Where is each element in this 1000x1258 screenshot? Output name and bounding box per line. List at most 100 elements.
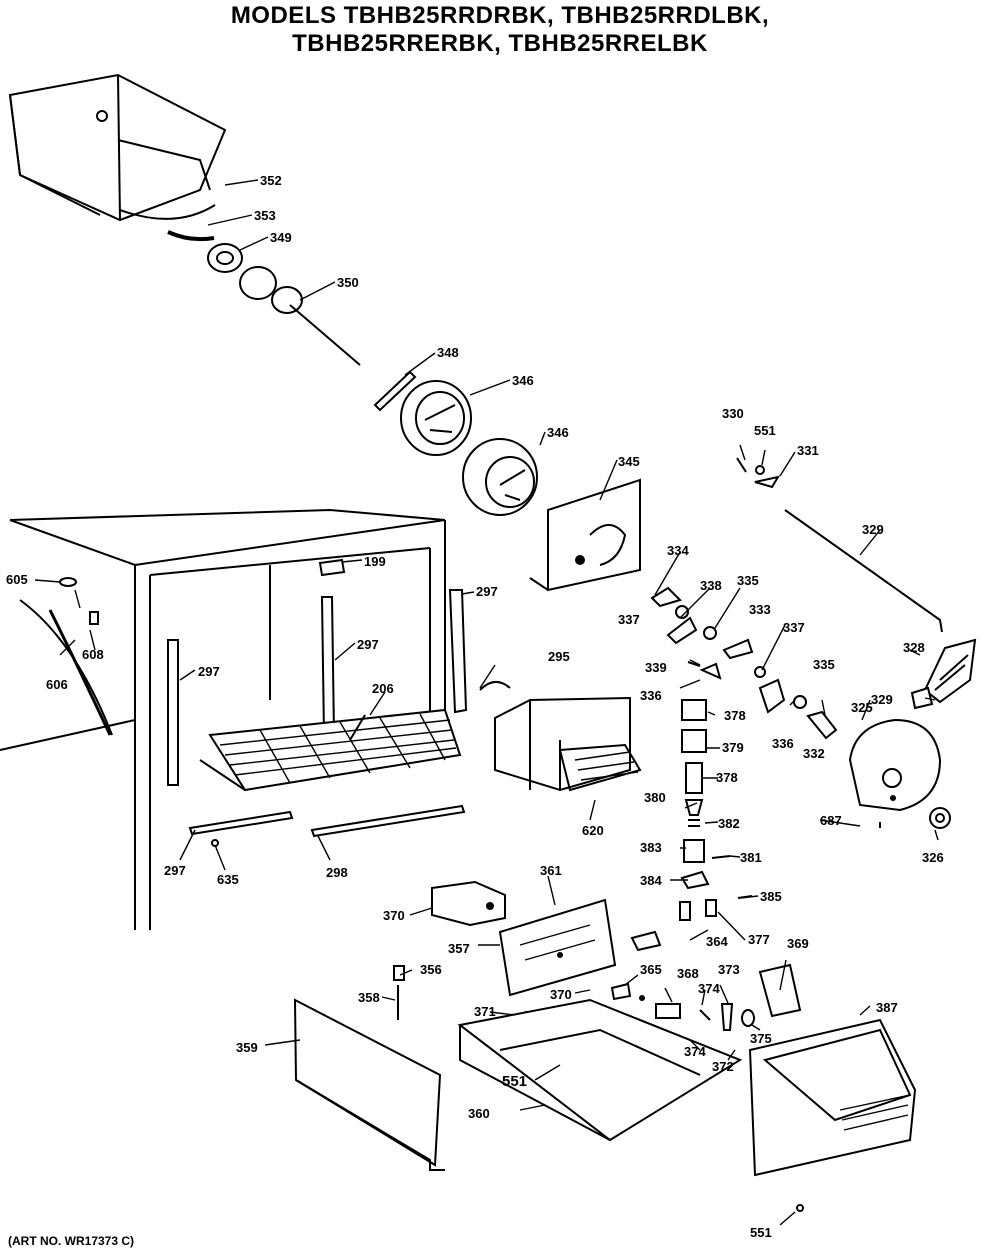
part-light-199 — [318, 558, 346, 577]
callout-369: 369 — [787, 936, 809, 951]
part-front-panel-359 — [293, 998, 445, 1171]
callout-337-b: 337 — [783, 620, 805, 635]
part-screw-551 — [796, 1204, 804, 1212]
callout-364: 364 — [706, 934, 728, 949]
callout-206: 206 — [372, 681, 394, 696]
callout-372: 372 — [712, 1059, 734, 1074]
callout-374-a: 374 — [698, 981, 720, 996]
callout-297-c: 297 — [198, 664, 220, 679]
callout-370-b: 370 — [550, 987, 572, 1002]
part-clip-377b — [705, 899, 717, 917]
callout-334: 334 — [667, 543, 689, 558]
part-bracket-332 — [806, 710, 838, 740]
part-368 — [639, 995, 645, 1001]
callout-605: 605 — [6, 572, 28, 587]
callout-337-a: 337 — [618, 612, 640, 627]
callout-551-a: 551 — [754, 423, 776, 438]
part-door-lever — [758, 678, 786, 714]
callout-387: 387 — [876, 1000, 898, 1015]
page-title-line-2: TBHB25RRERBK, TBHB25RRELBK — [292, 30, 708, 57]
part-grommet-384 — [680, 870, 710, 890]
part-wire-shelf — [199, 708, 462, 792]
callout-374-b: 374 — [684, 1044, 706, 1059]
callout-298: 298 — [326, 865, 348, 880]
callout-359: 359 — [236, 1040, 258, 1055]
part-control-bracket — [498, 898, 617, 997]
part-drive-cup — [207, 243, 243, 273]
part-mounting-plate — [529, 478, 641, 592]
part-spring-clip — [699, 662, 722, 680]
part-gear — [929, 807, 951, 829]
callout-297-b: 297 — [357, 637, 379, 652]
callout-295: 295 — [548, 649, 570, 664]
callout-338: 338 — [700, 578, 722, 593]
callout-336-b: 336 — [772, 736, 794, 751]
callout-551-c: 551 — [750, 1225, 772, 1240]
part-pin — [687, 661, 701, 667]
callout-384: 384 — [640, 873, 662, 888]
part-pad — [910, 686, 934, 710]
part-364 — [630, 930, 662, 952]
part-solenoid-cover — [681, 729, 707, 753]
callout-378-b: 378 — [716, 770, 738, 785]
callout-360: 360 — [468, 1106, 490, 1121]
part-housing-383 — [683, 839, 705, 863]
part-base-tray-360 — [457, 998, 743, 1142]
part-373 — [720, 1003, 734, 1031]
callout-297-a: 297 — [476, 584, 498, 599]
callout-382: 382 — [718, 816, 740, 831]
callout-357: 357 — [448, 941, 470, 956]
callout-371: 371 — [474, 1004, 496, 1019]
callout-356: 356 — [420, 962, 442, 977]
part-plunger — [685, 762, 703, 794]
callout-349: 349 — [270, 230, 292, 245]
part-bushing — [675, 605, 689, 619]
part-375 — [741, 1009, 755, 1027]
callout-368: 368 — [677, 966, 699, 981]
callout-329-b: 329 — [871, 692, 893, 707]
callout-353: 353 — [254, 208, 276, 223]
part-rail-297-center — [320, 596, 336, 736]
callout-608: 608 — [82, 647, 104, 662]
part-switch-369 — [758, 963, 802, 1018]
callout-551-b: 551 — [502, 1073, 527, 1090]
callout-606: 606 — [46, 677, 68, 692]
part-clip-377a — [679, 901, 691, 921]
callout-635: 635 — [217, 872, 239, 887]
callout-333: 333 — [749, 602, 771, 617]
leader-lines — [34, 179, 939, 1226]
part-rail-297-left — [167, 639, 179, 786]
part-crusher-blade-2 — [462, 438, 538, 516]
callout-352: 352 — [260, 173, 282, 188]
callout-345: 345 — [618, 454, 640, 469]
callout-326: 326 — [922, 850, 944, 865]
art-number: (ART NO. WR17373 C) — [8, 1234, 135, 1248]
callout-350: 350 — [337, 275, 359, 290]
callout-361: 361 — [540, 863, 562, 878]
part-608 — [89, 611, 99, 625]
callout-346-b: 346 — [547, 425, 569, 440]
callout-385: 385 — [760, 889, 782, 904]
part-rail-298 — [310, 804, 466, 838]
callout-330: 330 — [722, 406, 744, 421]
part-harness-295 — [479, 681, 511, 691]
callout-620: 620 — [582, 823, 604, 838]
part-spring-and-lever — [736, 457, 781, 489]
callout-297-d: 297 — [164, 863, 186, 878]
callout-325: 325 — [851, 700, 873, 715]
callout-379: 379 — [722, 740, 744, 755]
callout-329: 329 — [862, 522, 884, 537]
part-374-plate — [655, 1003, 681, 1019]
callout-328-a: 328 — [903, 640, 925, 655]
part-374 — [699, 1009, 711, 1021]
part-freezer-cabinet — [0, 508, 446, 930]
part-link — [722, 638, 754, 660]
callout-335-b: 335 — [813, 657, 835, 672]
part-cam — [650, 586, 682, 608]
callout-375: 375 — [750, 1031, 772, 1046]
part-screw-381 — [711, 855, 731, 859]
part-motor-370 — [431, 880, 506, 927]
callout-199: 199 — [364, 554, 386, 569]
callout-346-a: 346 — [512, 373, 534, 388]
part-ice-bucket — [8, 73, 227, 222]
